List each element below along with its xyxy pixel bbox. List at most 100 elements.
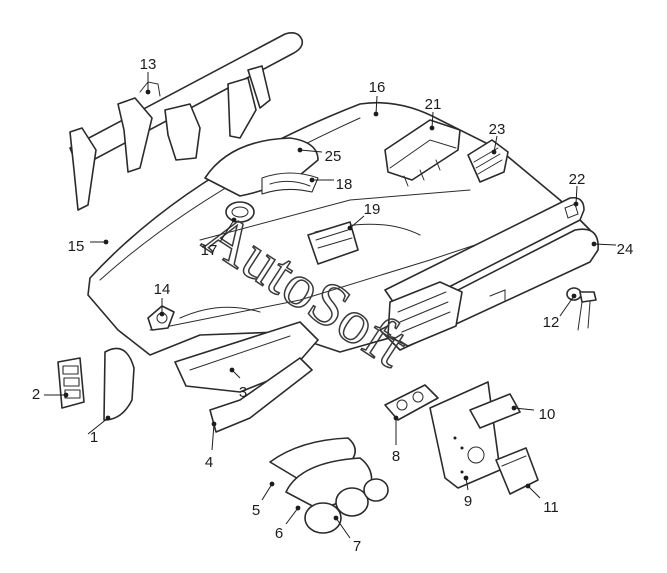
callout-leader [513,407,535,411]
callout-number: 7 [353,538,361,555]
callout-23: 23 [489,121,506,155]
callout-number: 17 [201,242,218,259]
callout-dot [393,415,399,421]
part-cluster-lens [269,437,389,534]
callout-leader [87,417,109,435]
part-bracket [209,357,313,433]
part-speaker [225,201,255,223]
callout-dot [145,89,151,95]
callout-4: 4 [205,421,217,471]
part-airbag [384,119,461,187]
part-center-vent [387,281,463,347]
callout-number: 25 [325,148,342,165]
callout-3: 3 [229,367,247,401]
callout-dot [229,367,235,373]
callout-number: 5 [252,502,260,519]
callout-number: 1 [90,429,98,446]
callout-dot [347,225,353,231]
callout-5: 5 [252,481,275,519]
callout-25: 25 [297,147,342,165]
callout-number: 15 [68,238,85,255]
callout-number: 3 [239,384,247,401]
callout-dot [333,515,339,521]
callout-number: 19 [364,201,381,218]
callout-18: 18 [309,176,353,193]
part-tray [495,447,539,495]
callout-1: 1 [87,415,111,446]
callout-dot [571,293,577,299]
callout-number: 23 [489,121,506,138]
part-instrument-hood [204,137,319,197]
callout-leader [211,423,215,451]
callout-12: 12 [543,293,577,331]
callout-number: 16 [369,79,386,96]
callout-leader [431,111,434,129]
callout-leader [527,485,541,499]
callout-leader [575,185,578,205]
callout-dot [525,483,531,489]
part-radio-blank [469,393,521,429]
callout-11: 11 [525,483,559,516]
callout-number: 6 [275,525,283,542]
callout-2: 2 [32,386,69,403]
part-ignition-lock [566,287,597,331]
callout-dot [463,475,469,481]
callout-number: 9 [464,493,472,510]
part-switch-block [57,357,85,409]
callout-number: 14 [154,281,171,298]
callout-number: 22 [569,171,586,188]
callout-number: 8 [392,448,400,465]
callout-21: 21 [425,96,442,131]
callout-6: 6 [275,505,301,542]
callout-number: 13 [140,56,157,73]
callout-leader [335,517,351,539]
callout-number: 24 [617,241,634,258]
callout-dot [159,311,165,317]
callout-number: 21 [425,96,442,113]
callout-dot [511,405,517,411]
callout-dot [103,239,109,245]
callout-leader [559,295,575,317]
callout-dot [429,125,435,131]
callout-dot [491,149,497,155]
callout-16: 16 [369,79,386,117]
callout-24: 24 [591,241,634,258]
callout-dot [591,241,597,247]
callout-leader [375,95,378,115]
callout-number: 4 [205,454,213,471]
callout-dot [211,421,217,427]
callout-leader [261,483,273,501]
callout-19: 19 [347,201,381,231]
callout-dot [309,177,315,183]
callout-13: 13 [140,56,157,95]
callout-dot [373,111,379,117]
callout-leader [299,149,323,153]
callout-dot [573,201,579,207]
callout-dot [295,505,301,511]
callout-leader [219,219,235,243]
callout-17: 17 [201,217,237,259]
callout-number: 18 [336,176,353,193]
callout-number: 2 [32,386,40,403]
callout-22: 22 [569,171,586,207]
part-console-bezel [429,381,501,489]
callout-leader [493,135,498,153]
callout-leader [349,215,365,229]
callout-leader [593,243,617,246]
callout-number: 11 [543,499,559,516]
callout-7: 7 [333,515,361,555]
callout-number: 10 [539,406,556,423]
callout-dot [63,392,69,398]
callout-9: 9 [463,475,472,510]
callout-8: 8 [392,415,400,465]
callout-number: 12 [543,314,560,331]
callout-14: 14 [154,281,171,317]
callout-10: 10 [511,405,556,423]
part-cross-beam [69,32,304,211]
part-hazard-panel [384,384,439,421]
callout-15: 15 [68,238,109,255]
callout-leader [285,507,299,525]
